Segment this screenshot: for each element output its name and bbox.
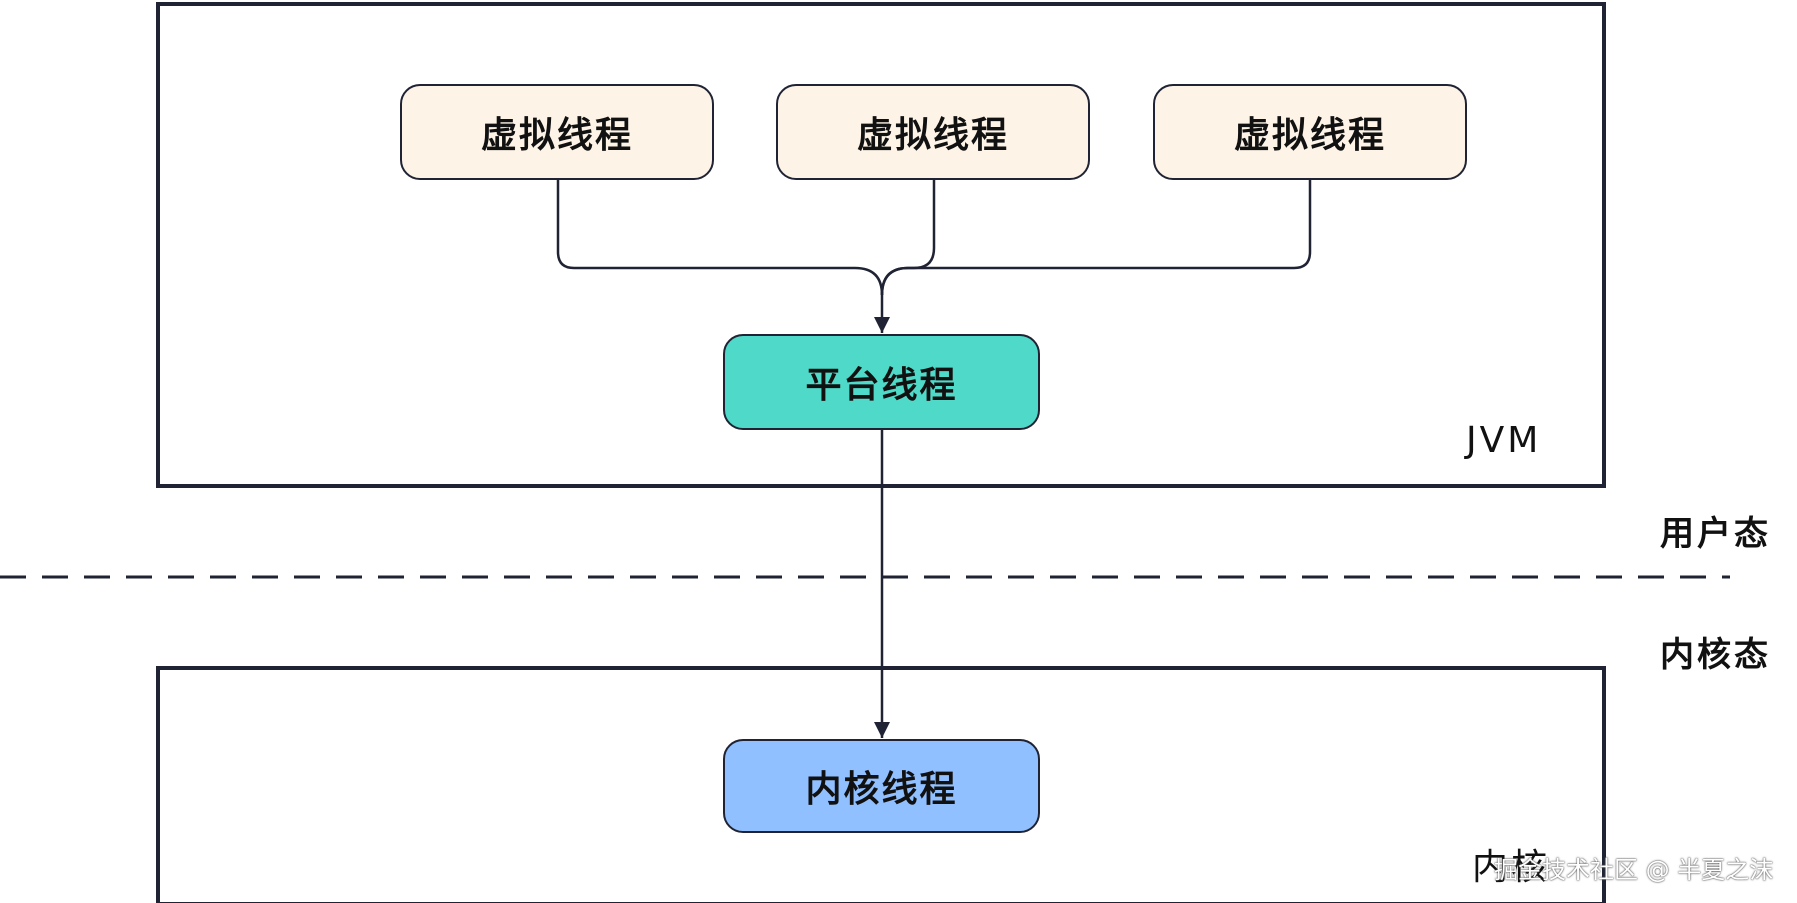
connector-vt3-to-platform	[880, 180, 1312, 296]
kernel-thread-label: 内核线程	[805, 769, 958, 810]
platform-thread-label: 平台线程	[805, 365, 958, 406]
virtual-thread-label: 虚拟线程	[480, 115, 633, 156]
kernel-mode-label: 内核态	[1660, 635, 1771, 675]
virtual-thread-node-1: 虚拟线程	[400, 84, 714, 180]
virtual-thread-label: 虚拟线程	[1233, 115, 1386, 156]
connector-vt2-to-platform	[880, 180, 936, 296]
virtual-thread-label: 虚拟线程	[856, 115, 1009, 156]
virtual-thread-node-2: 虚拟线程	[776, 84, 1090, 180]
watermark: 掘金技术社区 @ 半夏之沫	[1494, 856, 1774, 884]
kernel-region-label: 内核	[1472, 847, 1551, 888]
virtual-thread-node-3: 虚拟线程	[1153, 84, 1467, 180]
connector-vt1-to-platform	[556, 180, 884, 296]
kernel-thread-node: 内核线程	[723, 739, 1040, 833]
jvm-region-label: JVM	[1466, 420, 1542, 461]
platform-thread-node: 平台线程	[723, 334, 1040, 430]
user-mode-label: 用户态	[1660, 514, 1771, 554]
